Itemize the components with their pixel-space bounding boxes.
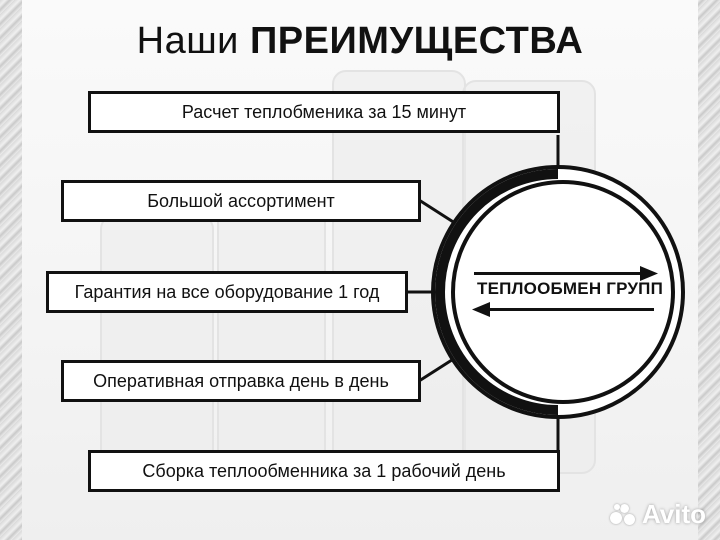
advantage-3: Гарантия на все оборудование 1 год (46, 271, 408, 313)
advantage-2: Большой ассортимент (61, 180, 421, 222)
avito-watermark: Avito (609, 499, 706, 530)
title-prefix: Наши (136, 20, 239, 62)
connector-4 (418, 356, 456, 383)
logo-arrows-icon (472, 266, 658, 317)
logo-inner-circle (451, 180, 675, 404)
advantage-1: Расчет теплобменика за 15 минут (88, 91, 560, 133)
title-bold: ПРЕИМУЩЕСТВА (249, 20, 584, 62)
connector-2 (418, 198, 459, 227)
avito-watermark-text: Avito (641, 499, 706, 529)
advantage-5: Сборка теплообменника за 1 рабочий день (88, 450, 560, 492)
company-logo-text: ТЕПЛООБМЕН ГРУПП (477, 279, 663, 298)
avito-logo-icon (609, 503, 636, 526)
background-plate-1 (100, 215, 214, 469)
page-title: Наши ПРЕИМУЩЕСТВА (0, 20, 720, 63)
logo-ring-arc (435, 169, 559, 415)
advantage-4: Оперативная отправка день в день (61, 360, 421, 402)
